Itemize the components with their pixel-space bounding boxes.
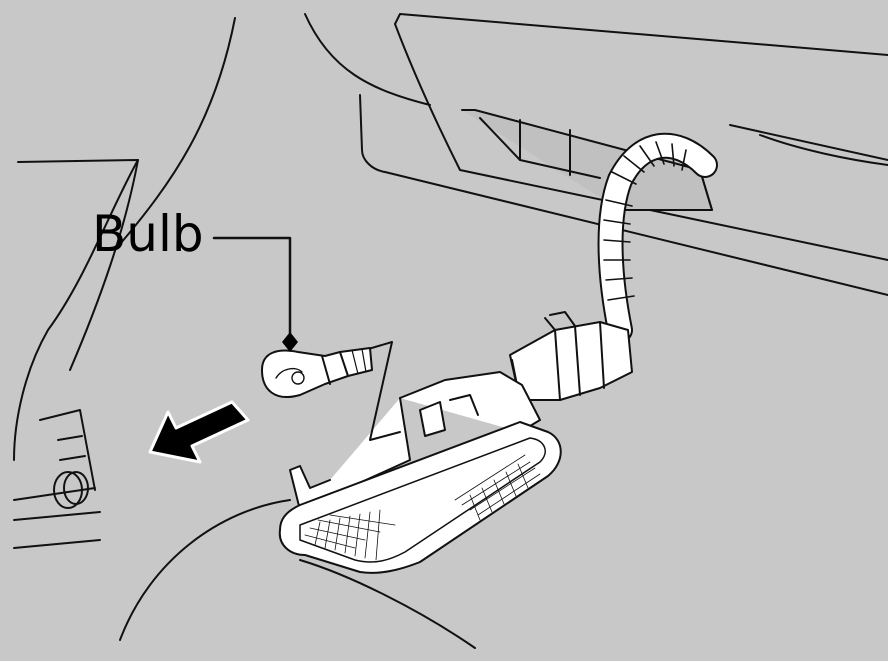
lamp-housing-icon (278, 371, 562, 574)
wire-harness-icon (597, 132, 718, 343)
removal-arrow-icon (148, 400, 250, 464)
lens-texture (304, 454, 541, 561)
bulb-leader-line (212, 236, 298, 352)
interior-panel-lines (13, 17, 476, 649)
trim-panel (304, 13, 888, 296)
bulb-label: Bulb (92, 205, 204, 263)
wedge-bulb-icon (261, 347, 373, 398)
break-line (364, 341, 401, 441)
connector (509, 311, 633, 401)
